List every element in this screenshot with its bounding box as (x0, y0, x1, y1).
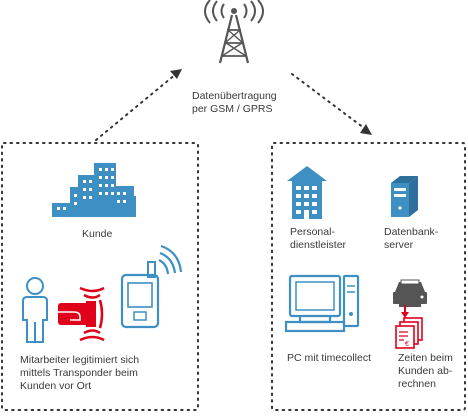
transmission-label-line1: Datenübertragung (192, 90, 277, 102)
desktop-computer-icon (284, 274, 360, 333)
provider-label-line2: dienstleister (290, 239, 347, 251)
employee-text-line2: mittels Transponder beim (20, 367, 138, 379)
rfid-transponder-icon (58, 286, 105, 342)
printer-icon (393, 279, 427, 307)
print-arrowhead (401, 312, 409, 318)
radio-tower-icon (204, 0, 264, 64)
billing-label-line2: Kunden ab- (398, 365, 453, 377)
euro-invoice-icon: € (395, 317, 423, 349)
customer-site-box (1, 142, 199, 411)
server-icon (391, 176, 418, 217)
provider-site-box (271, 142, 466, 411)
arrowhead-up (170, 69, 182, 79)
transmission-label-line2: per GSM / GPRS (192, 103, 273, 115)
employee-text-line3: Kunden vor Ort (20, 380, 92, 392)
office-building-icon (287, 166, 327, 219)
building-icon (52, 163, 136, 217)
db-label-line1: Datenbank- (384, 226, 439, 238)
provider-label-line1: Personal- (290, 226, 335, 238)
customer-label: Kunde (82, 228, 113, 240)
employee-text-line1: Mitarbeiter legitimiert sich (20, 354, 140, 366)
person-icon (22, 277, 48, 343)
transmission-arrows (95, 73, 365, 141)
mobile-terminal-icon (120, 244, 183, 329)
billing-label-line3: rechnen (398, 378, 436, 390)
db-label-line2: server (384, 239, 414, 251)
svg-text:€: € (405, 341, 409, 348)
arrowhead-down (360, 124, 372, 135)
billing-label-line1: Zeiten beim (398, 352, 453, 364)
pc-label: PC mit timecollect (287, 352, 372, 364)
